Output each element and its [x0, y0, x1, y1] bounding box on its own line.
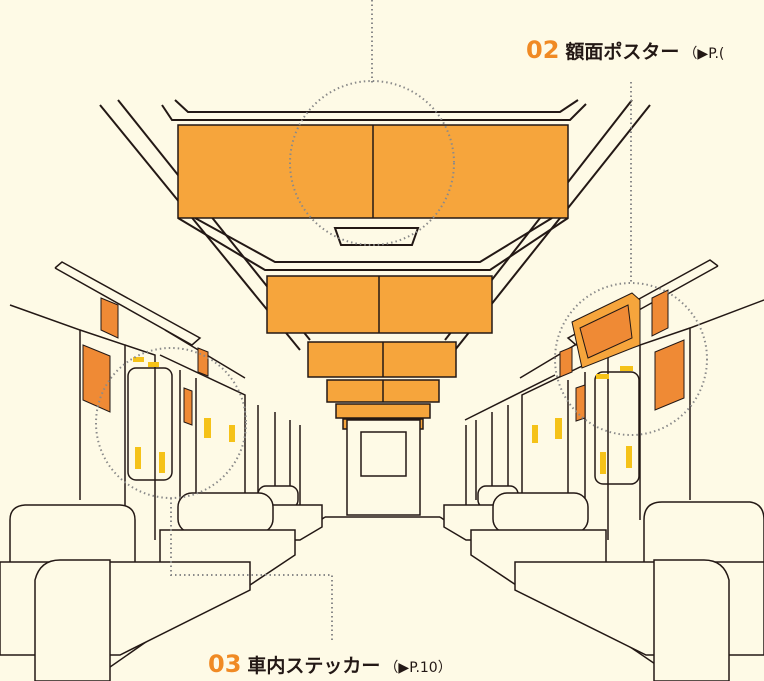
left-seats: [0, 485, 323, 681]
sticker: [204, 418, 211, 438]
sticker: [159, 452, 165, 473]
left-side-poster-1: [100, 297, 119, 339]
sticker: [555, 418, 562, 439]
left-side-poster-4: [183, 387, 193, 426]
sticker: [596, 374, 609, 379]
callout-number-03: 03: [208, 650, 242, 678]
back-wall: [346, 419, 421, 516]
right-seat-back-mid: [492, 492, 589, 534]
right-side-poster-1: [651, 289, 669, 337]
callout-circle-ceiling: [289, 80, 455, 246]
guide-line-03: [170, 498, 333, 640]
left-side-poster-3: [197, 347, 209, 377]
callout-guides: [95, 0, 708, 640]
right-wall-ads: [559, 289, 685, 422]
sticker: [133, 357, 144, 362]
frame-poster-3: [307, 341, 457, 378]
left-seat-back-mid: [177, 492, 274, 534]
right-stickers: [532, 366, 633, 474]
end-door-window: [360, 431, 407, 477]
left-stickers: [133, 357, 235, 473]
callout-text-02: 額面ポスター: [565, 41, 680, 63]
sticker: [148, 362, 159, 367]
right-door: [594, 371, 640, 485]
right-side-poster-4: [575, 384, 586, 422]
right-seats: [443, 485, 764, 681]
sticker: [620, 366, 633, 371]
sticker: [229, 425, 235, 442]
callout-ref-03: （▶P.10）: [384, 660, 452, 676]
left-seat-near-end: [34, 559, 111, 681]
sticker: [626, 446, 632, 468]
callout-text-03: 車内ステッカー: [247, 655, 381, 677]
sticker: [532, 425, 538, 443]
right-seat-near-end: [653, 559, 730, 681]
frame-poster-5: [335, 403, 431, 419]
callout-ref-02: （▶P.(: [683, 46, 725, 62]
right-side-poster-3: [559, 346, 573, 378]
sticker: [600, 452, 606, 474]
left-wall: [9, 261, 301, 540]
left-side-poster-2: [82, 344, 111, 413]
left-door: [127, 367, 173, 481]
callout-circle-right-wall: [554, 282, 708, 436]
right-side-poster-2: [654, 339, 685, 411]
frame-posters: [177, 124, 569, 430]
left-wall-ads: [82, 297, 209, 426]
ceiling: [99, 99, 651, 351]
sticker: [135, 447, 141, 469]
callout-number-02: 02: [526, 36, 560, 64]
